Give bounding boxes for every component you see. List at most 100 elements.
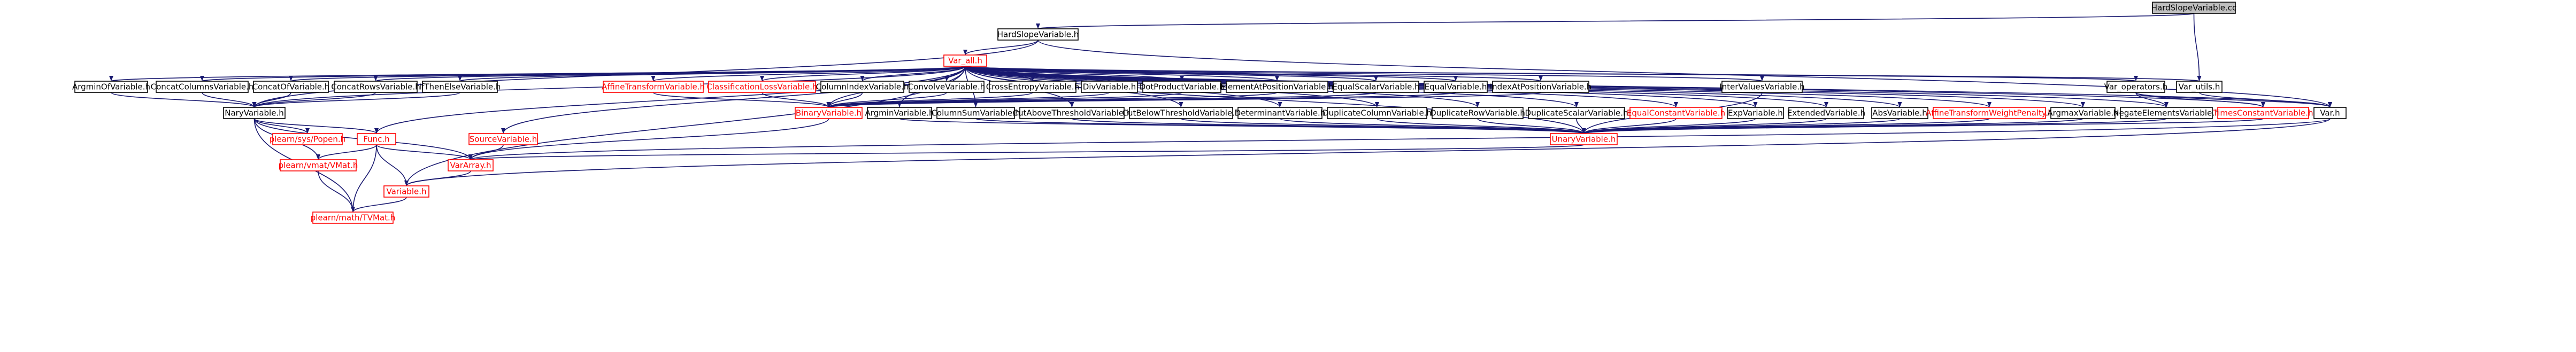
node-intervaluesvariable-h[interactable]: InterValuesVariable.h	[1719, 81, 1805, 93]
node-argminofvariable-h[interactable]: ArgminOfVariable.h	[72, 81, 150, 93]
node-plearn-sys-popen-h[interactable]: plearn/sys/Popen.h	[270, 133, 345, 145]
edge-func-to-vararray	[376, 144, 473, 160]
svg-text:ArgmaxVariable.h: ArgmaxVariable.h	[2047, 108, 2118, 118]
edge-classloss-to-binary	[762, 92, 831, 108]
edge-varall-to-timesconst	[965, 66, 2265, 108]
node-vararray-h[interactable]: VarArray.h	[448, 159, 494, 171]
node-affinetransformweightpenalty-h[interactable]: AffineTransformWeightPenalty.h	[1926, 107, 2053, 119]
svg-text:TimesConstantVariable.h: TimesConstantVariable.h	[2213, 108, 2313, 118]
svg-text:CrossEntropyVariable.h: CrossEntropyVariable.h	[986, 82, 1079, 92]
node-columnindexvariable-h[interactable]: ColumnIndexVariable.h	[816, 81, 909, 93]
svg-text:NaryVariable.h: NaryVariable.h	[225, 108, 283, 118]
edge-func-to-tvmat	[351, 144, 377, 213]
node-classificationlossvariable-h[interactable]: ClassificationLossVariable.h	[706, 81, 818, 93]
node-divvariable-h[interactable]: DivVariable.h	[1081, 81, 1138, 93]
node-equalscalarvariable-h[interactable]: EqualScalarVariable.h	[1332, 81, 1420, 93]
svg-text:ConcatRowsVariable.h: ConcatRowsVariable.h	[331, 82, 420, 92]
node-naryvariable-h[interactable]: NaryVariable.h	[223, 107, 286, 119]
edge-hardslope-to-var	[1037, 40, 2332, 108]
svg-text:DivVariable.h: DivVariable.h	[1083, 82, 1136, 92]
edge-source-to-vararray	[468, 144, 504, 160]
node-hardslopevariable-cc[interactable]: HardSlopeVariable.cc	[2151, 2, 2237, 14]
node-duplicatecolumnvariable-h[interactable]: DuplicateColumnVariable.h	[1322, 107, 1432, 119]
svg-text:CutAboveThresholdVariable.h: CutAboveThresholdVariable.h	[1013, 108, 1132, 118]
edge-ifthenelse-to-nary	[252, 92, 460, 108]
svg-text:plearn/vmat/VMat.h: plearn/vmat/VMat.h	[279, 161, 358, 170]
node-crossentropyvariable-h[interactable]: CrossEntropyVariable.h	[986, 81, 1079, 93]
node-convolvevariable-h[interactable]: ConvolveVariable.h	[908, 81, 986, 93]
node-argmaxvariable-h[interactable]: ArgmaxVariable.h	[2047, 107, 2119, 119]
node-var-utils-h[interactable]: Var_utils.h	[2176, 81, 2223, 93]
svg-text:Variable.h: Variable.h	[386, 187, 426, 197]
edge-vararray-to-variable	[404, 170, 471, 186]
edge-varall-to-classloss	[760, 66, 966, 82]
svg-text:ColumnIndexVariable.h: ColumnIndexVariable.h	[816, 82, 909, 92]
svg-text:plearn/sys/Popen.h: plearn/sys/Popen.h	[270, 135, 345, 144]
node-func-h[interactable]: Func.h	[357, 133, 396, 145]
node-variable-h[interactable]: Variable.h	[383, 185, 429, 198]
node-concatrowsvariable-h[interactable]: ConcatRowsVariable.h	[331, 81, 420, 93]
edge-func-to-variable	[376, 144, 409, 186]
edge-varops-to-var	[2135, 92, 2332, 108]
edge-binary-to-vararray	[468, 118, 829, 160]
svg-text:CutBelowThresholdVariable.h: CutBelowThresholdVariable.h	[1122, 108, 1240, 118]
node-columnsumvariable-h[interactable]: ColumnSumVariable.h	[931, 107, 1020, 119]
svg-text:HardSlopeVariable.cc: HardSlopeVariable.cc	[2151, 3, 2237, 13]
node-expvariable-h[interactable]: ExpVariable.h	[1727, 107, 1784, 119]
node-concatofvariable-h[interactable]: ConcatOfVariable.h	[252, 81, 330, 93]
node-negateelementsvariable-h[interactable]: NegateElementsVariable.h	[2113, 107, 2220, 119]
node-absvariable-h[interactable]: AbsVariable.h	[1871, 107, 1928, 119]
node-plearn-vmat-vmat-h[interactable]: plearn/vmat/VMat.h	[279, 159, 358, 171]
node-var-all-h[interactable]: Var_all.h	[943, 54, 987, 67]
node-dotproductvariable-h[interactable]: DotProductVariable.h	[1140, 81, 1225, 93]
node-var-operators-h[interactable]: Var_operators.h	[2104, 81, 2168, 93]
svg-text:InterValuesVariable.h: InterValuesVariable.h	[1719, 82, 1804, 92]
svg-text:ConcatColumnsVariable.h: ConcatColumnsVariable.h	[151, 82, 254, 92]
node-unaryvariable-h[interactable]: UnaryVariable.h	[1550, 133, 1618, 145]
svg-text:IfThenElseVariable.h: IfThenElseVariable.h	[419, 82, 501, 92]
node-plearn-math-tvmat-h[interactable]: plearn/math/TVMat.h	[311, 212, 396, 224]
svg-text:Func.h: Func.h	[363, 135, 389, 144]
edge-varall-to-unary	[965, 66, 1586, 134]
svg-text:DuplicateRowVariable.h: DuplicateRowVariable.h	[1430, 108, 1525, 118]
svg-text:ExtendedVariable.h: ExtendedVariable.h	[1787, 108, 1865, 118]
node-cutbelowthresholdvariable-h[interactable]: CutBelowThresholdVariable.h	[1122, 107, 1240, 119]
node-extendedvariable-h[interactable]: ExtendedVariable.h	[1787, 107, 1865, 119]
node-ifthenelsevariable-h[interactable]: IfThenElseVariable.h	[419, 81, 501, 93]
edge-varall-to-duprow	[965, 66, 1480, 108]
svg-text:HardSlopeVariable.h: HardSlopeVariable.h	[997, 30, 1079, 40]
svg-text:DuplicateScalarVariable.h: DuplicateScalarVariable.h	[1525, 108, 1628, 118]
node-indexatpositionvariable-h[interactable]: IndexAtPositionVariable.h	[1490, 81, 1592, 93]
edge-duprow-to-unary	[1477, 118, 1586, 134]
node-affinetransformvariable-h[interactable]: AffineTransformVariable.h	[602, 81, 705, 93]
svg-text:EqualVariable.h: EqualVariable.h	[1425, 82, 1487, 92]
svg-text:ConvolveVariable.h: ConvolveVariable.h	[908, 82, 986, 92]
node-elementatpositionvariable-h[interactable]: ElementAtPositionVariable.h	[1220, 81, 1334, 93]
node-determinantvariable-h[interactable]: DeterminantVariable.h	[1235, 107, 1326, 119]
edge-argminof-to-nary	[111, 92, 257, 108]
svg-text:VarArray.h: VarArray.h	[450, 161, 491, 170]
node-sourcevariable-h[interactable]: SourceVariable.h	[468, 133, 538, 145]
edge-varall-to-intervalues	[965, 66, 1764, 82]
node-hardslopevariable-h[interactable]: HardSlopeVariable.h	[997, 28, 1079, 41]
node-concatcolumnsvariable-h[interactable]: ConcatColumnsVariable.h	[151, 81, 254, 93]
edge-varall-to-func	[374, 66, 966, 134]
node-cutabovethresholdvariable-h[interactable]: CutAboveThresholdVariable.h	[1013, 107, 1132, 119]
edge-determinant-to-unary	[1279, 118, 1586, 134]
node-duplicatescalarvariable-h[interactable]: DuplicateScalarVariable.h	[1525, 107, 1628, 119]
node-var-h[interactable]: Var.h	[2313, 107, 2347, 119]
svg-text:Var.h: Var.h	[2320, 108, 2340, 118]
node-timesconstantvariable-h[interactable]: TimesConstantVariable.h	[2213, 107, 2313, 119]
node-duplicaterowvariable-h[interactable]: DuplicateRowVariable.h	[1430, 107, 1525, 119]
edge-varall-to-ifthenelse	[458, 66, 966, 82]
node-binaryvariable-h[interactable]: BinaryVariable.h	[795, 107, 863, 119]
node-equalconstantvariable-h[interactable]: EqualConstantVariable.h	[1627, 107, 1725, 119]
svg-text:ClassificationLossVariable.h: ClassificationLossVariable.h	[706, 82, 817, 92]
node-equalvariable-h[interactable]: EqualVariable.h	[1424, 81, 1488, 93]
svg-text:SourceVariable.h: SourceVariable.h	[470, 135, 537, 144]
edge-negate-to-unary	[1582, 118, 2167, 134]
node-argminvariable-h[interactable]: ArgminVariable.h	[865, 107, 934, 119]
edge-varall-to-indexat	[965, 66, 1543, 82]
edge-varops-to-negate	[2135, 92, 2169, 108]
